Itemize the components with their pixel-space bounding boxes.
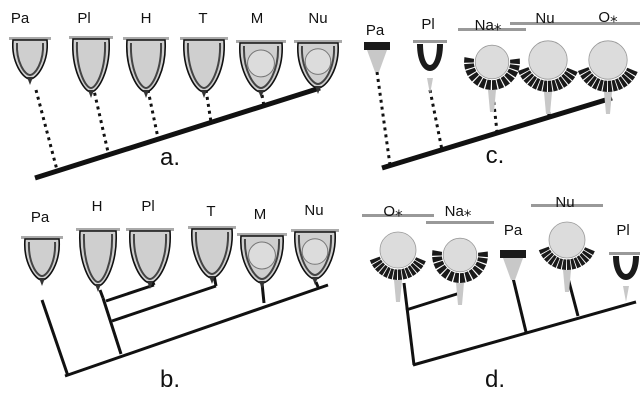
eye-o-icon [570,22,640,114]
panel-a-baseline [34,85,321,181]
panel-b-stem-clade [101,297,123,355]
eye-pl-icon [609,252,640,302]
panel-c-taxon-label: Pa [365,22,385,39]
panel-a-taxon-label: Pa [10,10,30,27]
panel-a-tree [34,85,321,181]
panel-d-taxon-label: O⁎ [383,203,403,220]
panel-a-dotted-pa [34,89,59,171]
panel-b-taxon-label: Pa [30,209,50,226]
panel-a-taxon-label: Pl [77,10,91,27]
panel-a-taxon-label: H [140,10,152,27]
panel-b-branch-nu [314,281,320,288]
panel-a-taxon-label: Nu [308,10,328,27]
eye-nu-icon [294,40,342,94]
panel-b-letter: b. [159,366,181,393]
panel-b-branch-pa [40,299,70,377]
eye-t-icon [180,37,228,98]
panel-c-dotted-pl [428,89,444,151]
eye-pa-icon [21,236,63,286]
panel-c-baseline [381,95,613,171]
panel-b-root-line [64,283,329,378]
panel-b-tree [40,274,329,378]
panel-c-taxon-label: Na⁎ [474,17,502,34]
panel-d-taxon-label: Na⁎ [444,203,472,220]
panel-d-inner [405,291,461,312]
eye-m-icon [236,40,286,98]
panel-a-taxon-label: T [198,10,208,27]
eye-pl-icon [126,228,174,289]
panel-c-taxon-label: Nu [535,10,555,27]
panel-c-dotted-pa [375,71,392,166]
panel-b-branch-h [98,289,105,299]
panel-a-dotted-h [146,89,160,139]
panel-c-letter: c. [485,142,505,169]
panel-b-inner-1 [105,283,155,303]
panel-b-taxon-label: M [253,206,267,223]
panel-b-inner-2 [111,284,217,323]
eye-nu-icon [291,229,339,285]
panel-a-dotted-pl [91,85,110,153]
eye-pa-icon [500,250,526,280]
panel-a-dotted-m [260,94,266,107]
panel-d-tree [402,277,637,367]
panel-d-letter: d. [484,366,506,393]
panel-b-taxon-label: H [91,198,103,215]
panel-a-taxon-label: M [250,10,264,27]
eye-drawings [9,22,640,305]
panel-a-letter: a. [159,144,181,171]
eye-o-icon [362,214,434,302]
eye-h-icon [76,228,120,292]
panel-d-taxon-label: Pl [616,222,630,239]
panel-c-taxon-label: Pl [421,16,435,33]
panel-d-branch-pa [511,277,528,333]
eye-pa-icon [364,42,390,72]
eye-t-icon [188,226,236,284]
panel-d-root-line [412,300,637,367]
eye-pa-icon [9,37,51,85]
eye-h-icon [123,37,169,98]
eye-nu-icon [510,22,586,114]
eye-nu-icon [531,204,603,292]
eye-m-icon [237,233,287,289]
panel-a-dotted-t [204,89,213,123]
panel-d-taxon-label: Nu [555,194,575,211]
panel-d-taxon-label: Pa [503,222,523,239]
panel-d-branch-o [402,282,416,366]
panel-c-taxon-label: O⁎ [598,9,618,26]
panel-b-taxon-label: Pl [141,198,155,215]
eye-pl-icon [413,40,447,94]
eye-na-icon [426,221,494,305]
panel-b-taxon-label: T [206,203,216,220]
eye-na-icon [458,28,526,112]
panel-b-taxon-label: Nu [304,202,324,219]
eye-pl-icon [69,36,113,98]
